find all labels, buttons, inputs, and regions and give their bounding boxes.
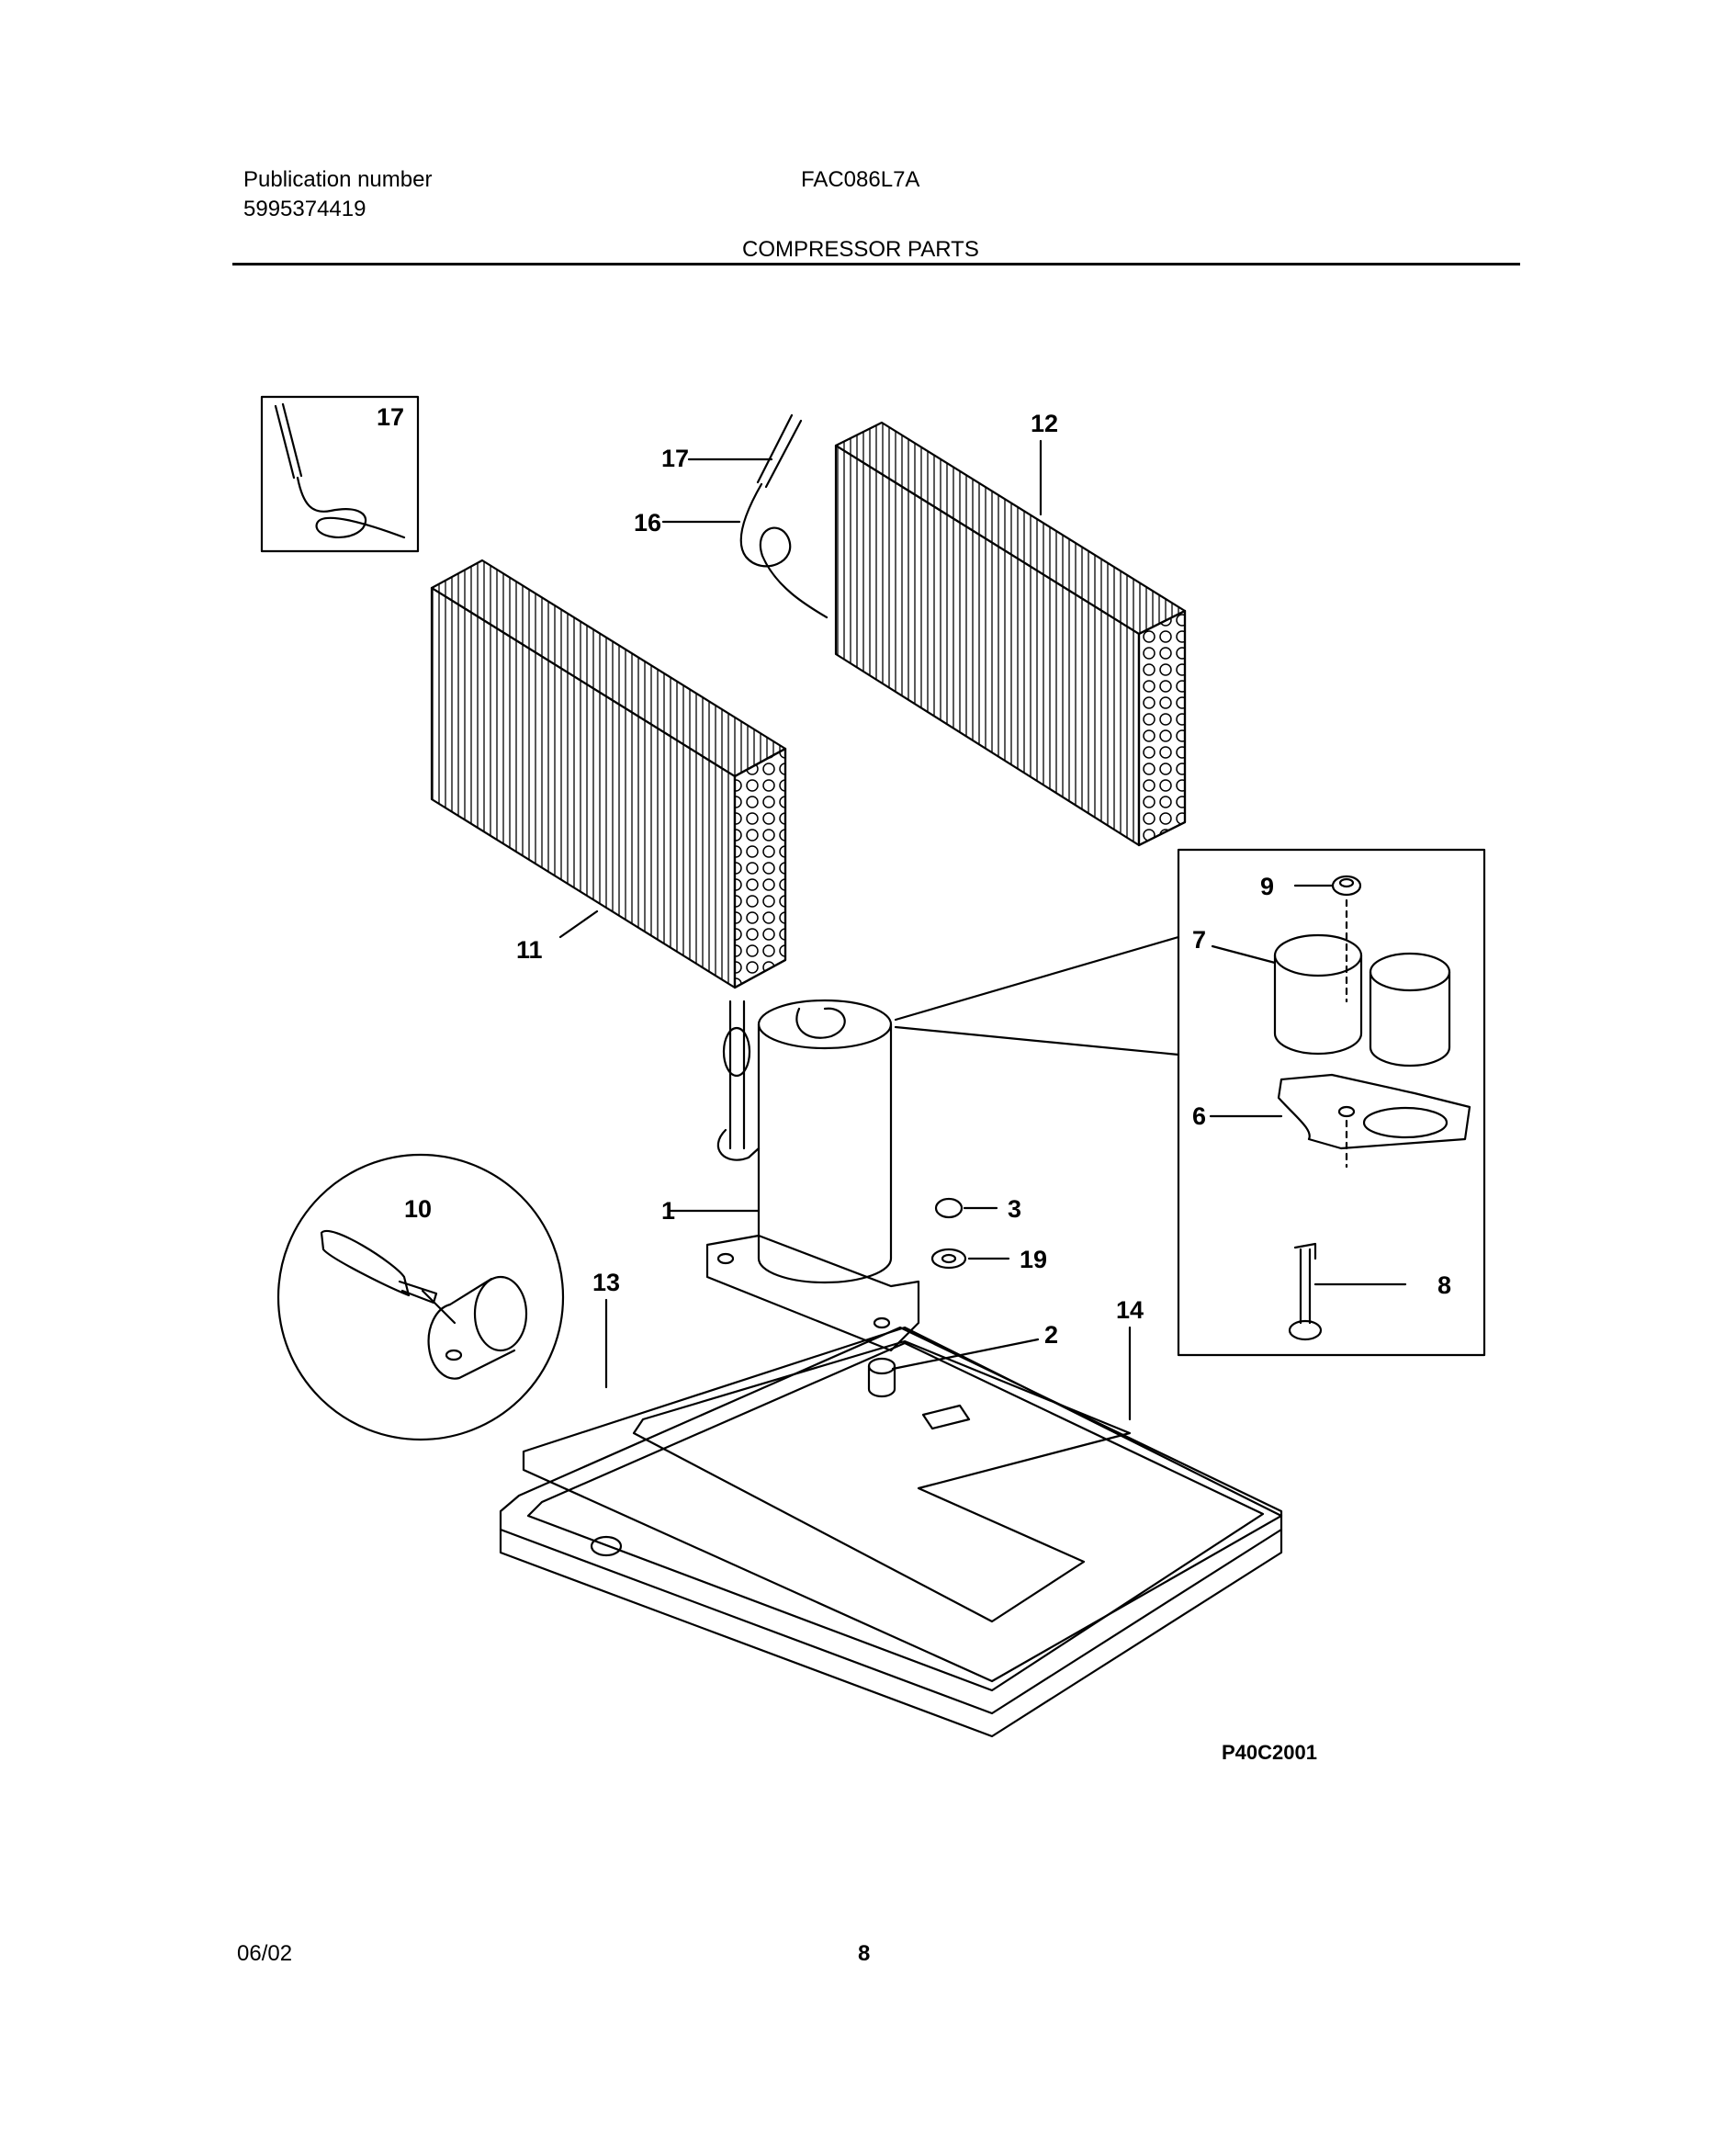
callout-10: 10 — [404, 1195, 432, 1223]
section-title: COMPRESSOR PARTS — [742, 237, 979, 262]
footer-date: 06/02 — [237, 1941, 293, 1966]
callout-1: 1 — [661, 1197, 675, 1225]
condenser-coil-12 — [834, 421, 1187, 847]
callout-9: 9 — [1260, 873, 1274, 900]
evaporator-coil-11 — [430, 559, 787, 989]
callout-7: 7 — [1192, 926, 1206, 954]
callout-3: 3 — [1008, 1195, 1021, 1223]
thermistor-inset — [260, 395, 420, 553]
model-number: FAC086L7A — [801, 167, 920, 192]
callout-17: 17 — [661, 445, 689, 472]
callout-17-inset: 17 — [377, 403, 404, 431]
callout-12: 12 — [1031, 410, 1058, 437]
callout-2: 2 — [1044, 1321, 1058, 1349]
detail-circle-10 — [276, 1153, 565, 1441]
figure-code: P40C2001 — [1222, 1741, 1317, 1764]
compressor — [667, 999, 920, 1352]
publication-label: Publication number — [243, 167, 433, 192]
grommet — [867, 1338, 1040, 1398]
callout-19: 19 — [1020, 1246, 1047, 1273]
base-pan — [499, 1298, 1283, 1738]
callout-11: 11 — [516, 936, 543, 964]
page-number: 8 — [858, 1941, 871, 1966]
callout-6: 6 — [1192, 1102, 1206, 1130]
sensor-thermistor — [661, 413, 829, 619]
header-rule — [232, 263, 1520, 265]
callout-13: 13 — [592, 1269, 620, 1296]
mounting-hardware — [930, 1197, 1010, 1270]
capacitor-inset — [894, 848, 1486, 1357]
callout-14: 14 — [1116, 1296, 1144, 1324]
drain-tray — [522, 1326, 1283, 1683]
publication-number: 5995374419 — [243, 197, 366, 221]
callout-16: 16 — [634, 509, 661, 537]
callout-8: 8 — [1437, 1271, 1451, 1299]
